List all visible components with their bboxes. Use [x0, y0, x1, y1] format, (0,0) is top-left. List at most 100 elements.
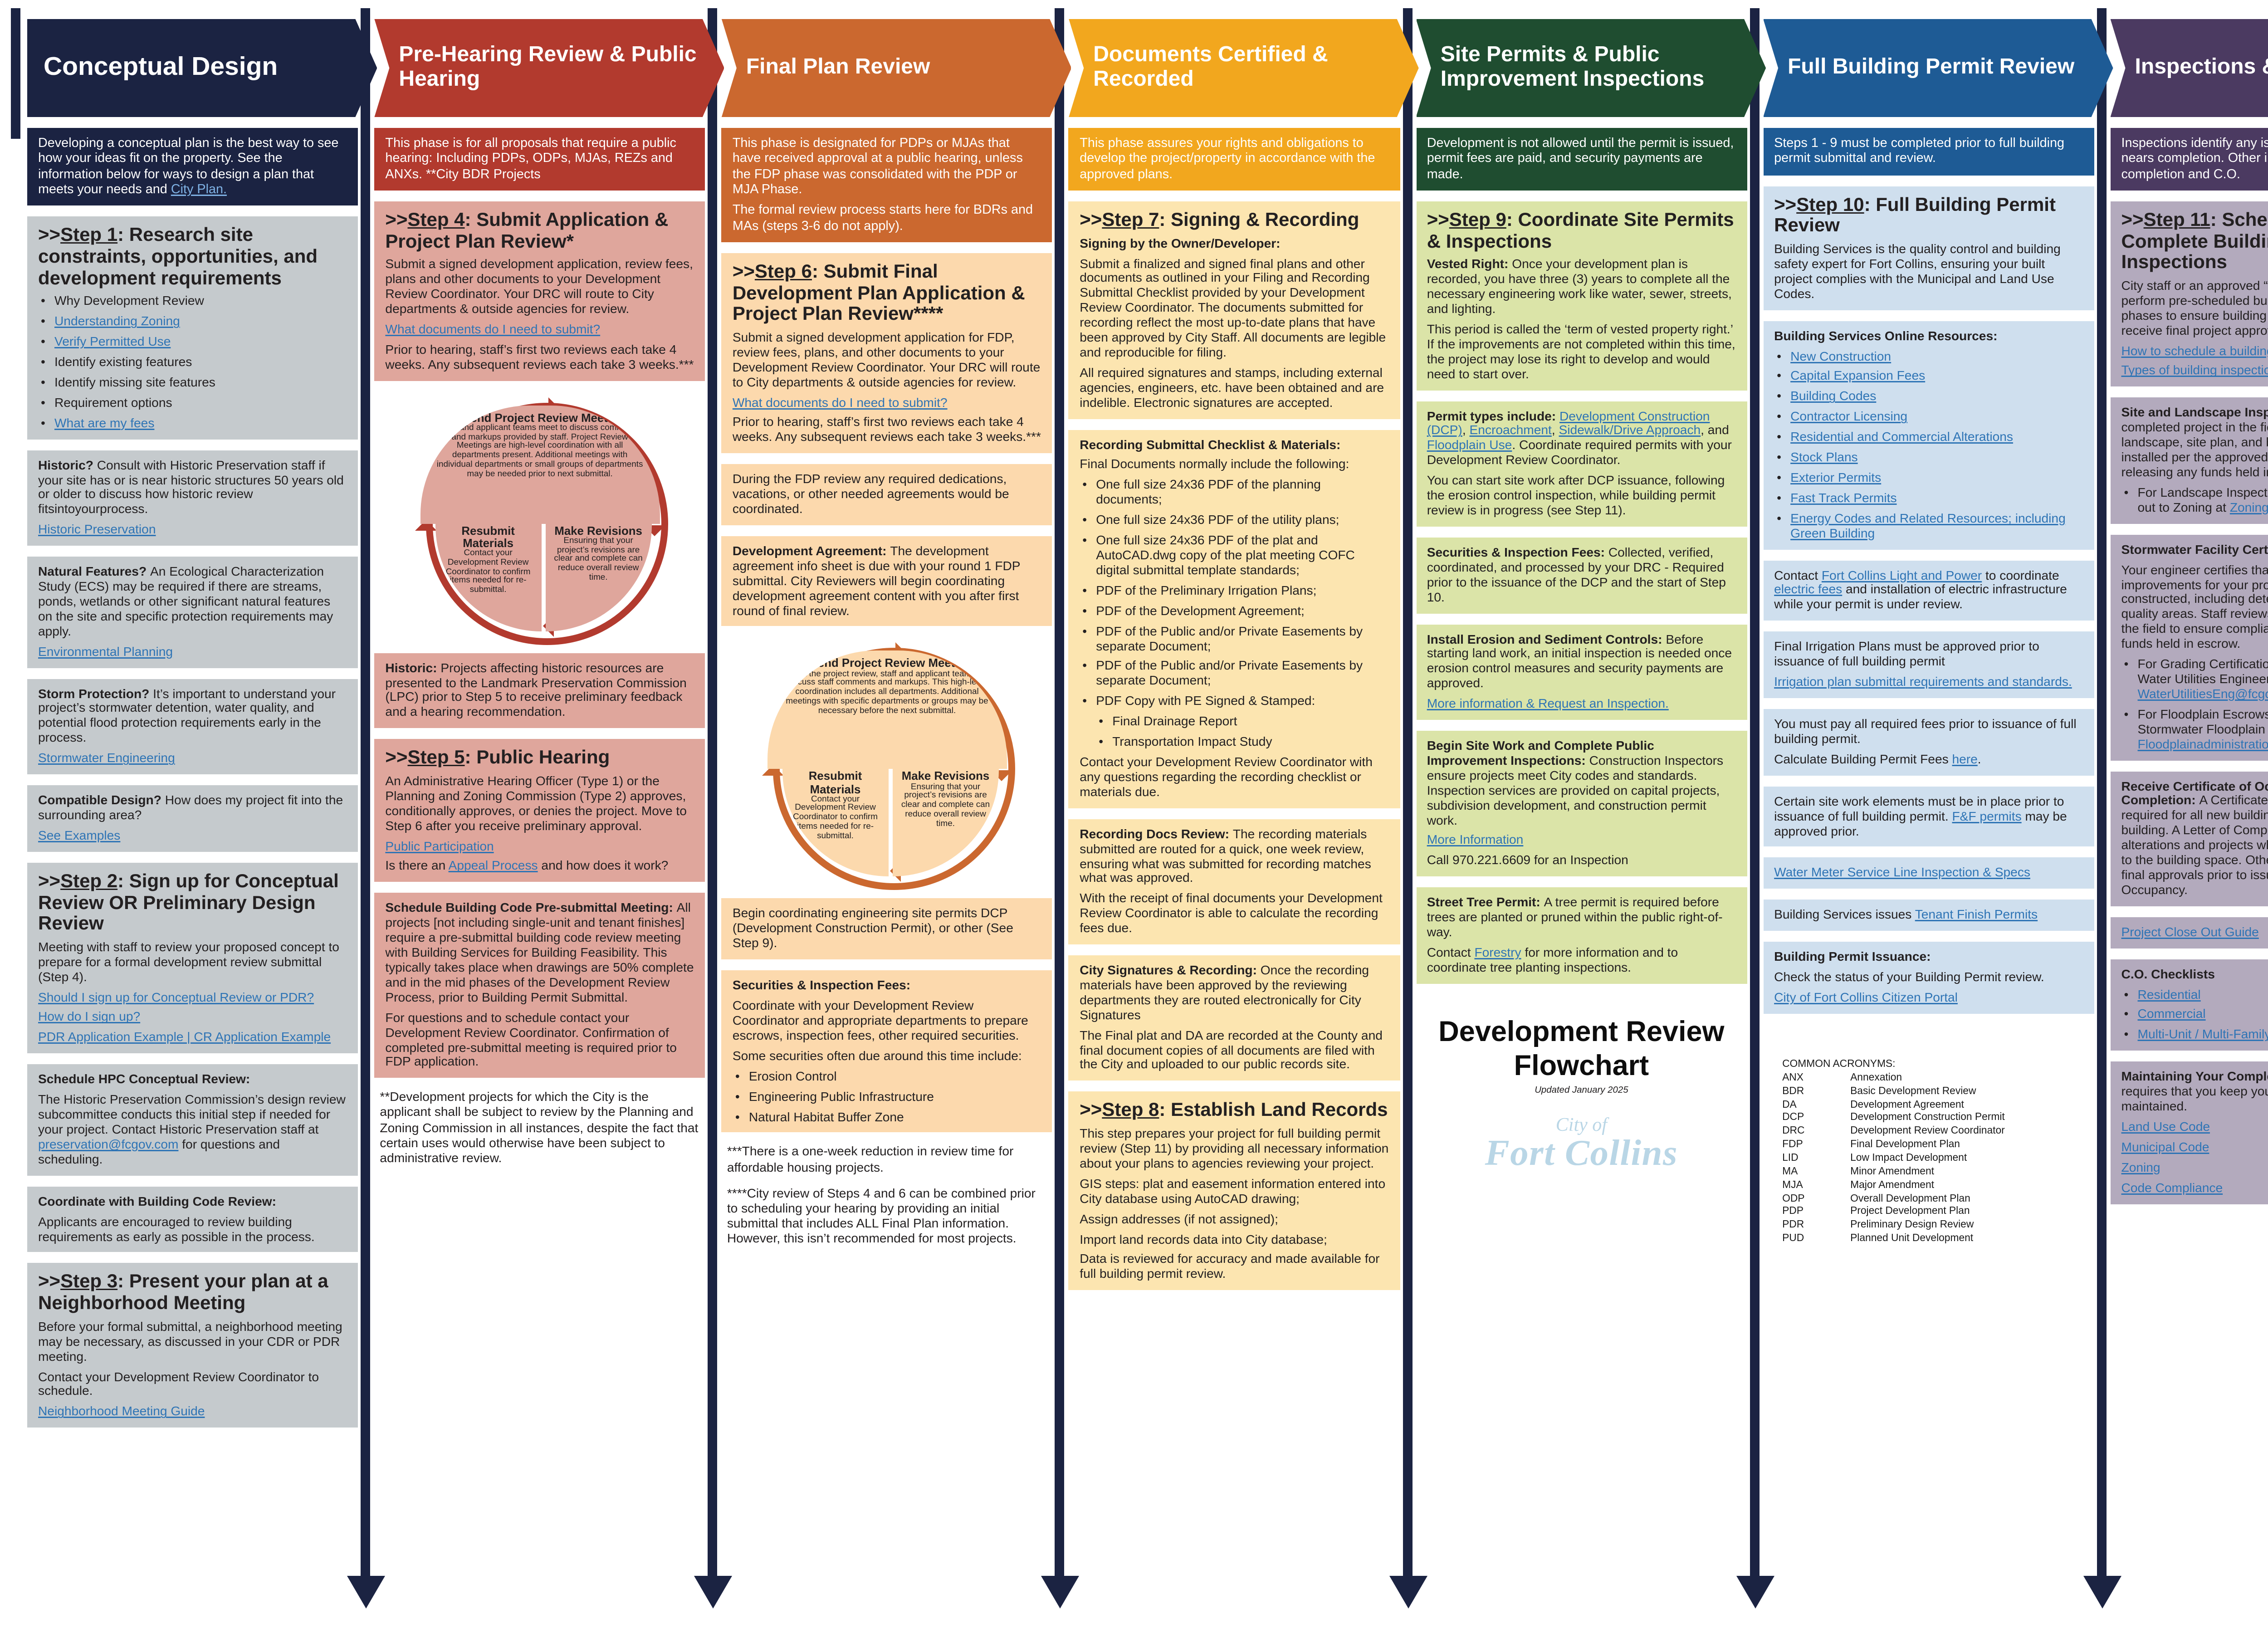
- link[interactable]: F&F permits: [1952, 807, 2022, 823]
- timeline-start-bar: [11, 8, 20, 139]
- bullet-item: One full size 24x36 PDF of the utility p…: [1080, 512, 1388, 528]
- link[interactable]: Capital Expansion Fees: [1790, 368, 1926, 383]
- text: The development agreement info sheet is …: [732, 543, 1021, 617]
- link[interactable]: Municipal Code: [2121, 1139, 2209, 1154]
- text: Import land records data into City datab…: [1080, 1231, 1327, 1246]
- paragraph: How to schedule a building inspection: [2121, 342, 2268, 359]
- link[interactable]: Historic Preservation: [38, 521, 156, 537]
- link[interactable]: Commercial: [2137, 1006, 2206, 1022]
- text: PDF of the Public and/or Private Easemen…: [1096, 658, 1363, 688]
- link[interactable]: Forestry: [1474, 944, 1521, 959]
- link[interactable]: What are my fees: [54, 415, 155, 430]
- text: GIS steps: plat and easement information…: [1080, 1175, 1386, 1206]
- link[interactable]: Stock Plans: [1790, 449, 1858, 464]
- link[interactable]: Irrigation plan submittal requirements a…: [1774, 674, 2072, 689]
- link[interactable]: What documents do I need to submit?: [385, 321, 601, 336]
- link[interactable]: Environmental Planning: [38, 643, 173, 659]
- link[interactable]: How to schedule a building inspection: [2121, 342, 2268, 357]
- link[interactable]: Building Codes: [1790, 388, 1877, 403]
- text: >>: [1427, 208, 1449, 230]
- link[interactable]: What documents do I need to submit?: [732, 394, 948, 409]
- bold-text: Receive Certificate of Occupancy or Lett…: [2121, 777, 2268, 808]
- text: Natural Habitat Buffer Zone: [748, 1108, 904, 1124]
- paragraph: Permit types include: Development Constr…: [1427, 407, 1736, 469]
- link[interactable]: More Information: [1427, 832, 1524, 847]
- link[interactable]: Project Close Out Guide: [2121, 924, 2259, 939]
- link[interactable]: City of Fort Collins Citizen Portal: [1774, 989, 1958, 1005]
- link[interactable]: See Examples: [38, 827, 121, 842]
- link[interactable]: Encroachment: [1469, 422, 1552, 438]
- link[interactable]: Development Construction (DCP): [1427, 407, 1710, 438]
- link[interactable]: Residential and Commercial Alterations: [1790, 429, 2013, 444]
- column-title: Final Plan Review: [746, 56, 930, 79]
- acronym-name: Overall Development Plan: [1850, 1191, 1970, 1204]
- paragraph: Compatible Design? How does my project f…: [38, 792, 347, 823]
- link[interactable]: Understanding Zoning: [54, 313, 180, 328]
- link[interactable]: Multi-Unit / Multi-Family: [2137, 1027, 2268, 1042]
- link[interactable]: WaterUtilitiesEng@fcgov.com: [2137, 685, 2268, 701]
- link[interactable]: Neighborhood Meeting Guide: [38, 1403, 205, 1418]
- link[interactable]: PDR Application Example | CR Application…: [38, 1029, 331, 1045]
- link[interactable]: How do I sign up?: [38, 1009, 141, 1024]
- link[interactable]: Types of building inspections: [2121, 362, 2268, 378]
- bold-text: C.O. Checklists: [2121, 966, 2215, 981]
- paragraph: City Signatures & Recording: Once the re…: [1080, 962, 1388, 1023]
- link[interactable]: Floodplain Use: [1427, 437, 1512, 453]
- info-box: Maintaining Your Completed Project: City…: [2110, 1061, 2268, 1204]
- step-title: : Signing & Recording: [1159, 208, 1359, 230]
- link[interactable]: Verify Permitted Use: [54, 333, 171, 349]
- step-box-step-2: >>Step 2: Sign up for Conceptual Review …: [27, 862, 358, 1054]
- paragraph: GIS steps: plat and easement information…: [1080, 1175, 1388, 1206]
- paragraph: Zoning: [2121, 1159, 2268, 1175]
- link[interactable]: preservation@fcgov.com: [38, 1136, 179, 1151]
- paragraph: You must pay all required fees prior to …: [1774, 716, 2083, 747]
- link[interactable]: Fort Collins Light and Power: [1821, 567, 1982, 582]
- link[interactable]: Fast Track Permits: [1790, 489, 1897, 505]
- link[interactable]: Residential: [2137, 986, 2201, 1001]
- link[interactable]: New Construction: [1790, 347, 1892, 363]
- acronym-abbr: PDP: [1782, 1205, 1804, 1217]
- info-box: Schedule Building Code Pre-submittal Mee…: [374, 893, 705, 1078]
- text: Applicants are encouraged to review buil…: [38, 1213, 315, 1243]
- link[interactable]: City Plan.: [171, 182, 227, 197]
- bold-text: Building Permit Issuance:: [1774, 949, 1931, 964]
- link[interactable]: Tenant Finish Permits: [1915, 907, 2038, 922]
- step-heading: >>Step 1: Research site constraints, opp…: [38, 224, 347, 289]
- step-number: Step 2: [60, 869, 118, 891]
- link[interactable]: Stormwater Engineering: [38, 750, 175, 765]
- text: Coordinate with your Development Review …: [732, 997, 1028, 1042]
- paragraph: Contact your Development Review Coordina…: [1080, 754, 1388, 800]
- link[interactable]: Sidewalk/Drive Approach: [1559, 422, 1701, 438]
- link[interactable]: Code Compliance: [2121, 1179, 2223, 1195]
- step-title: : Full Building Permit Review: [1774, 192, 2056, 236]
- paragraph: Building Services is the quality control…: [1774, 241, 2083, 302]
- down-arrow-icon: [1040, 1576, 1079, 1609]
- link[interactable]: Contractor Licensing: [1790, 408, 1908, 424]
- link[interactable]: Appeal Process: [448, 858, 538, 873]
- link[interactable]: Zoning: [2121, 1159, 2160, 1174]
- paragraph: Types of building inspections: [2121, 362, 2268, 379]
- paragraph: The formal review process starts here fo…: [733, 203, 1041, 234]
- link[interactable]: electric fees: [1774, 582, 1843, 597]
- link[interactable]: Public Participation: [385, 837, 494, 853]
- link[interactable]: Should I sign up for Conceptual Review o…: [38, 988, 314, 1004]
- link[interactable]: Land Use Code: [2121, 1119, 2210, 1134]
- link[interactable]: Floodplainadministration@fcgov.com: [2137, 735, 2268, 751]
- flowchart-title: Development Review Flowchart: [1438, 1016, 1725, 1081]
- paragraph: Applicants are encouraged to review buil…: [38, 1213, 347, 1244]
- paragraph: More information & Request an Inspection…: [1427, 695, 1736, 712]
- text: Building Services issues: [1774, 907, 1915, 922]
- text: All required signatures and stamps, incl…: [1080, 364, 1384, 410]
- paragraph: Securities & Inspection Fees: Collected,…: [1427, 544, 1736, 605]
- text: This period is called the ‘term of veste…: [1427, 321, 1735, 381]
- paragraph: Building Services issues Tenant Finish P…: [1774, 907, 2083, 923]
- text: One full size 24x36 PDF of the planning …: [1096, 477, 1321, 507]
- link[interactable]: Water Meter Service Line Inspection & Sp…: [1774, 865, 2030, 880]
- link[interactable]: Exterior Permits: [1790, 469, 1882, 484]
- link[interactable]: More information & Request an Inspection…: [1427, 695, 1669, 711]
- link[interactable]: here: [1952, 751, 1978, 766]
- bullet-item: Verify Permitted Use: [38, 333, 347, 350]
- link[interactable]: Zoning@fgov.com: [2229, 499, 2268, 514]
- link[interactable]: Energy Codes and Related Resources; incl…: [1790, 510, 2066, 540]
